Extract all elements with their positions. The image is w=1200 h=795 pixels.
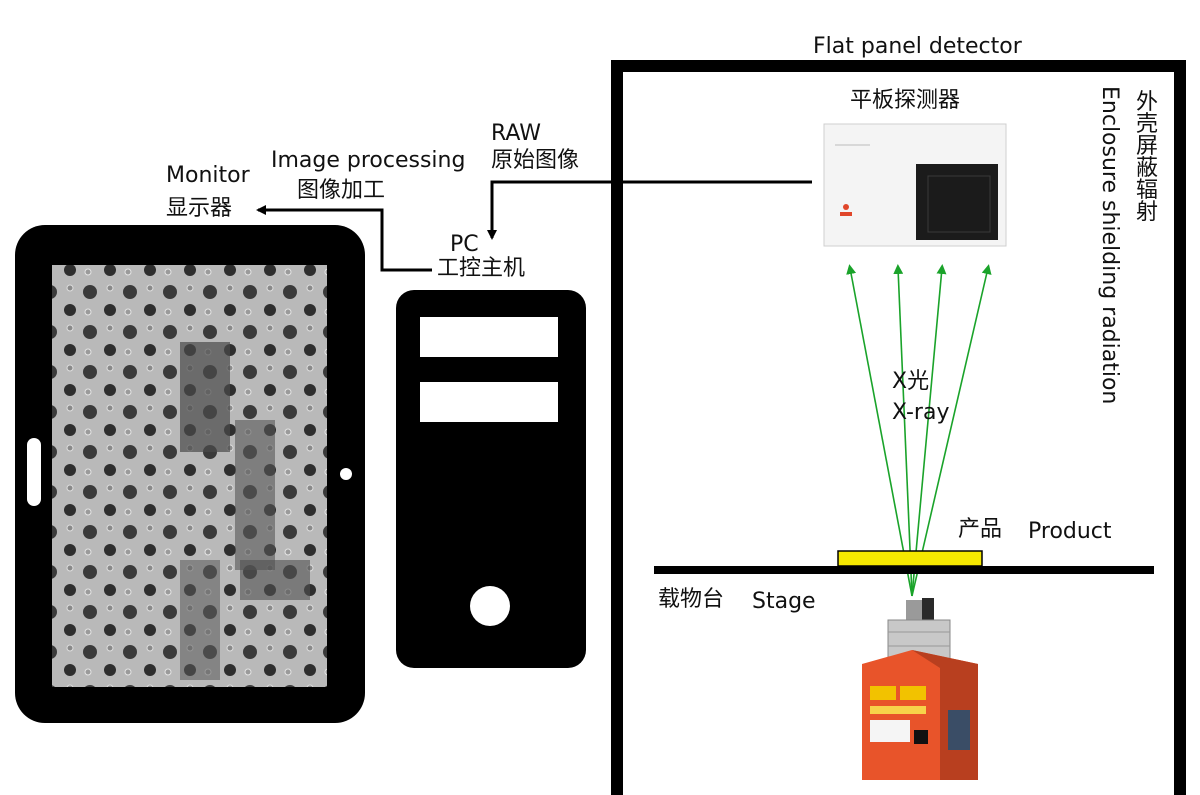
- xray-en-label: X-ray: [892, 400, 950, 425]
- stage-en-label: Stage: [752, 589, 816, 614]
- monitor-cn-label: 显示器: [166, 196, 233, 221]
- monitor-device: [15, 225, 365, 723]
- raw-en-label: RAW: [491, 121, 541, 146]
- stage-cn-label: 载物台: [658, 587, 725, 612]
- xray-source: [862, 598, 978, 780]
- monitor-en-label: Monitor: [166, 163, 250, 188]
- enclosure-cn-label: 外壳屏蔽辐射: [1135, 90, 1158, 225]
- pc-tower: [396, 290, 586, 668]
- xray-beams: [846, 264, 992, 597]
- product-cn-label: 产品: [958, 517, 1003, 542]
- stage: [654, 566, 1154, 574]
- pc-cn-label: 工控主机: [437, 256, 526, 281]
- product-en-label: Product: [1028, 519, 1112, 544]
- enclosure-frame: [611, 60, 1186, 795]
- xray-cn-label: X光: [892, 369, 930, 394]
- image-processing-cn-label: 图像加工: [297, 178, 386, 203]
- product: [837, 550, 983, 567]
- flat-panel-detector: [823, 123, 1007, 247]
- raw-signal-arrow: [487, 180, 812, 240]
- image-processing-en-label: Image processing: [271, 148, 466, 173]
- enclosure-en-label: Enclosure shielding radiation: [1097, 86, 1122, 405]
- detector-cn-label: 平板探测器: [850, 88, 961, 113]
- flat-panel-detector-label: Flat panel detector: [813, 34, 1022, 59]
- processed-image-arrow: [256, 205, 432, 272]
- raw-cn-label: 原始图像: [491, 148, 580, 173]
- pc-en-label: PC: [450, 232, 479, 257]
